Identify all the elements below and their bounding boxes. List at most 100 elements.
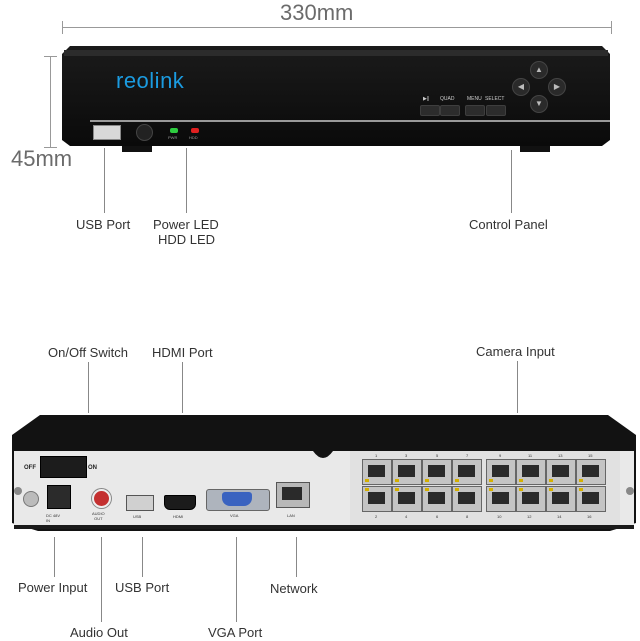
poe-port-14[interactable]	[546, 486, 576, 512]
camera-input-callout: Camera Input	[476, 344, 555, 359]
usb-callout-line	[104, 148, 105, 213]
power-input-callout: Power Input	[18, 580, 88, 595]
back-device: OFF ON DC 48V IN AUDIO OUT USB HDMI VGA …	[10, 413, 638, 535]
front-round-button[interactable]	[136, 124, 153, 141]
network-callout: Network	[270, 581, 318, 596]
poe-port-15[interactable]	[576, 459, 606, 485]
port-label-13: 13	[558, 453, 563, 458]
poe-port-2[interactable]	[362, 486, 392, 512]
poe-port-12[interactable]	[516, 486, 546, 512]
onoff-callout: On/Off Switch	[48, 345, 128, 360]
brand-logo: reolink	[116, 68, 185, 93]
poe-port-led	[425, 479, 429, 482]
hdmi-port[interactable]	[164, 495, 196, 510]
poe-port-socket	[368, 492, 385, 504]
poe-port-led	[549, 488, 553, 491]
front-device: reolink PWR HDD ▶|| QUAD MENU SELECT ▲ ◀…	[60, 44, 612, 152]
port-label-10: 10	[497, 514, 502, 519]
poe-port-16[interactable]	[576, 486, 606, 512]
front-usb-port[interactable]	[93, 125, 121, 140]
poe-port-socket	[582, 465, 599, 477]
power-switch[interactable]	[40, 456, 87, 478]
height-dimension-line	[50, 56, 51, 148]
usb-rear-callout-line	[142, 537, 143, 577]
poe-port-socket	[492, 465, 509, 477]
control-panel-callout: Control Panel	[469, 217, 548, 232]
control-callout-line	[511, 150, 512, 213]
dpad-left-button[interactable]: ◀	[512, 78, 530, 96]
quad-button[interactable]	[440, 105, 460, 116]
port-label-12: 12	[527, 514, 532, 519]
poe-port-5[interactable]	[422, 459, 452, 485]
poe-port-11[interactable]	[516, 459, 546, 485]
poe-port-6[interactable]	[422, 486, 452, 512]
poe-port-socket	[522, 492, 539, 504]
poe-port-led	[365, 479, 369, 482]
power-input-jack[interactable]	[47, 485, 71, 509]
width-tick-left	[62, 21, 63, 34]
poe-port-socket	[552, 465, 569, 477]
hdmi-callout-line	[182, 362, 183, 413]
camera-callout-line	[517, 361, 518, 413]
vga-connector-inner	[222, 492, 252, 506]
audio-callout-line	[101, 537, 102, 622]
poe-port-10[interactable]	[486, 486, 516, 512]
poe-port-led	[519, 488, 523, 491]
poe-port-socket	[458, 465, 475, 477]
port-label-8: 8	[466, 514, 469, 519]
quad-label: QUAD	[440, 96, 455, 102]
width-tick-right	[611, 21, 612, 34]
poe-port-1[interactable]	[362, 459, 392, 485]
dpad-up-button[interactable]: ▲	[530, 61, 548, 79]
poe-port-led	[519, 479, 523, 482]
poe-port-3[interactable]	[392, 459, 422, 485]
menu-button[interactable]	[465, 105, 485, 116]
poe-port-7[interactable]	[452, 459, 482, 485]
port-label-16: 16	[587, 514, 592, 519]
poe-port-led	[579, 479, 583, 482]
dpad-right-button[interactable]: ▶	[548, 78, 566, 96]
audio-out-jack[interactable]	[92, 489, 111, 508]
poe-port-socket	[552, 492, 569, 504]
vga-label: VGA	[230, 513, 239, 518]
poe-port-4[interactable]	[392, 486, 422, 512]
switch-on-label: ON	[88, 465, 97, 471]
network-callout-line	[296, 537, 297, 577]
front-chassis	[62, 46, 610, 152]
play-pause-button[interactable]	[420, 105, 440, 116]
power-led	[170, 128, 178, 133]
menu-label: MENU	[467, 96, 482, 102]
pwr-led-label: PWR	[168, 135, 178, 140]
poe-port-8[interactable]	[452, 486, 482, 512]
poe-port-socket	[398, 465, 415, 477]
width-label: 330mm	[276, 0, 358, 26]
poe-port-led	[549, 479, 553, 482]
select-button[interactable]	[486, 105, 506, 116]
switch-off-label: OFF	[24, 465, 36, 471]
poe-port-led	[365, 488, 369, 491]
poe-port-led	[395, 479, 399, 482]
port-label-7: 7	[466, 453, 469, 458]
port-label-2: 2	[375, 514, 378, 519]
play-pause-label: ▶||	[423, 96, 430, 102]
height-tick-bottom	[44, 147, 57, 148]
rear-usb-port[interactable]	[126, 495, 154, 511]
poe-port-socket	[492, 492, 509, 504]
poe-port-13[interactable]	[546, 459, 576, 485]
ground-screw	[23, 491, 39, 507]
poe-port-socket	[582, 492, 599, 504]
port-label-5: 5	[436, 453, 439, 458]
poe-port-9[interactable]	[486, 459, 516, 485]
usb-label: USB	[133, 514, 142, 519]
poe-port-socket	[398, 492, 415, 504]
port-label-4: 4	[405, 514, 408, 519]
port-label-3: 3	[405, 453, 408, 458]
dpad-down-button[interactable]: ▼	[530, 95, 548, 113]
height-label: 45mm	[11, 146, 73, 171]
port-label-11: 11	[528, 453, 533, 458]
audio-out-callout: Audio Out	[70, 625, 128, 640]
width-dimension-line	[62, 27, 612, 28]
poe-port-led	[489, 479, 493, 482]
hdd-led-label: HDD	[189, 135, 198, 140]
power-led-callout: Power LED	[153, 217, 219, 232]
